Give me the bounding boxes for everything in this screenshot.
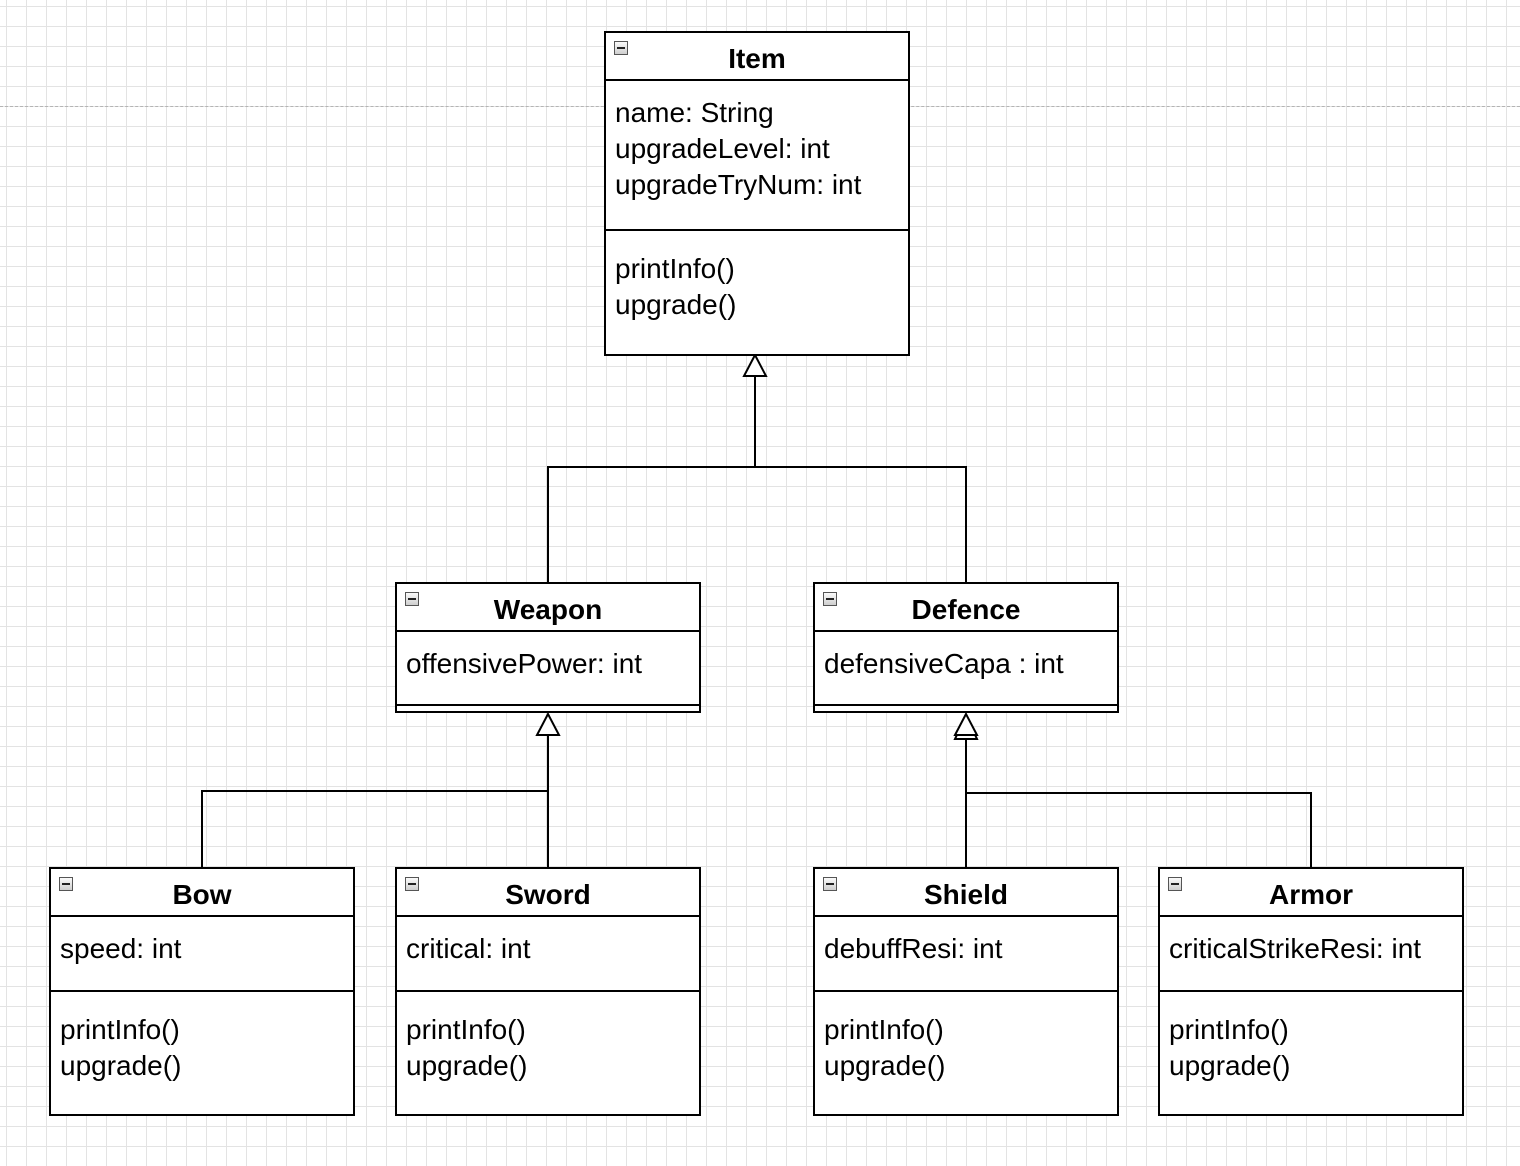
attribute: speed: int — [60, 933, 182, 964]
compartment-divider — [397, 990, 699, 992]
collapse-icon[interactable] — [823, 877, 837, 891]
collapse-icon[interactable] — [1168, 877, 1182, 891]
attribute: defensiveCapa : int — [824, 648, 1064, 679]
generalization-arrowhead-item — [742, 352, 768, 377]
class-item[interactable]: Item name: String upgradeLevel: int upgr… — [604, 31, 910, 356]
class-armor[interactable]: Armor criticalStrikeResi: int printInfo(… — [1158, 867, 1464, 1116]
edge-armor-defence — [966, 792, 1312, 868]
compartment-divider — [51, 990, 353, 992]
compartment-divider — [815, 990, 1117, 992]
attribute: name: String — [615, 97, 774, 128]
class-header: Sword — [397, 869, 699, 917]
attribute: upgradeTryNum: int — [615, 169, 862, 200]
attributes-section: defensiveCapa : int — [815, 646, 1117, 682]
class-shield[interactable]: Shield debuffResi: int printInfo() upgra… — [813, 867, 1119, 1116]
attribute: debuffResi: int — [824, 933, 1003, 964]
method: printInfo() — [824, 1014, 944, 1045]
class-sword[interactable]: Sword critical: int printInfo() upgrade(… — [395, 867, 701, 1116]
compartment-divider — [606, 229, 908, 231]
method: upgrade() — [824, 1050, 946, 1081]
class-defence[interactable]: Defence defensiveCapa : int — [813, 582, 1119, 713]
class-name: Weapon — [493, 594, 603, 625]
attribute: critical: int — [406, 933, 531, 964]
class-weapon[interactable]: Weapon offensivePower: int — [395, 582, 701, 713]
attribute: criticalStrikeResi: int — [1169, 933, 1422, 964]
method: upgrade() — [615, 289, 737, 320]
attribute: upgradeLevel: int — [615, 133, 830, 164]
compartment-divider — [397, 704, 699, 706]
class-header: Weapon — [397, 584, 699, 632]
attribute: offensivePower: int — [406, 648, 643, 679]
method: upgrade() — [1169, 1050, 1291, 1081]
attributes-section: debuffResi: int — [815, 931, 1117, 967]
attributes-section: criticalStrikeResi: int — [1160, 931, 1462, 967]
methods-section: printInfo() upgrade() — [51, 1012, 353, 1084]
edge-weapon-item — [547, 376, 756, 583]
class-name: Item — [728, 43, 786, 74]
class-bow[interactable]: Bow speed: int printInfo() upgrade() — [49, 867, 355, 1116]
methods-section: printInfo() upgrade() — [397, 1012, 699, 1084]
class-name: Bow — [172, 879, 232, 910]
collapse-icon[interactable] — [405, 877, 419, 891]
method: printInfo() — [60, 1014, 180, 1045]
class-header: Bow — [51, 869, 353, 917]
compartment-divider — [815, 704, 1117, 706]
collapse-icon[interactable] — [59, 877, 73, 891]
method: upgrade() — [406, 1050, 528, 1081]
attributes-section: name: String upgradeLevel: int upgradeTr… — [606, 95, 908, 203]
attributes-section: speed: int — [51, 931, 353, 967]
generalization-arrowhead-defence-2 — [953, 711, 979, 736]
class-name: Defence — [911, 594, 1021, 625]
attributes-section: critical: int — [397, 931, 699, 967]
attributes-section: offensivePower: int — [397, 646, 699, 682]
method: printInfo() — [406, 1014, 526, 1045]
methods-section: printInfo() upgrade() — [815, 1012, 1117, 1084]
class-header: Armor — [1160, 869, 1462, 917]
generalization-arrowhead-weapon — [535, 711, 561, 736]
methods-section: printInfo() upgrade() — [1160, 1012, 1462, 1084]
collapse-icon[interactable] — [823, 592, 837, 606]
class-name: Shield — [923, 879, 1008, 910]
edge-defence-item — [755, 466, 967, 583]
compartment-divider — [1160, 990, 1462, 992]
class-name: Sword — [505, 879, 591, 910]
edge-bow-weapon — [201, 735, 549, 868]
collapse-icon[interactable] — [614, 41, 628, 55]
class-header: Item — [606, 33, 908, 81]
method: printInfo() — [1169, 1014, 1289, 1045]
class-header: Shield — [815, 869, 1117, 917]
method: printInfo() — [615, 253, 735, 284]
class-name: Armor — [1268, 879, 1353, 910]
methods-section: printInfo() upgrade() — [606, 251, 908, 323]
collapse-icon[interactable] — [405, 592, 419, 606]
class-header: Defence — [815, 584, 1117, 632]
method: upgrade() — [60, 1050, 182, 1081]
